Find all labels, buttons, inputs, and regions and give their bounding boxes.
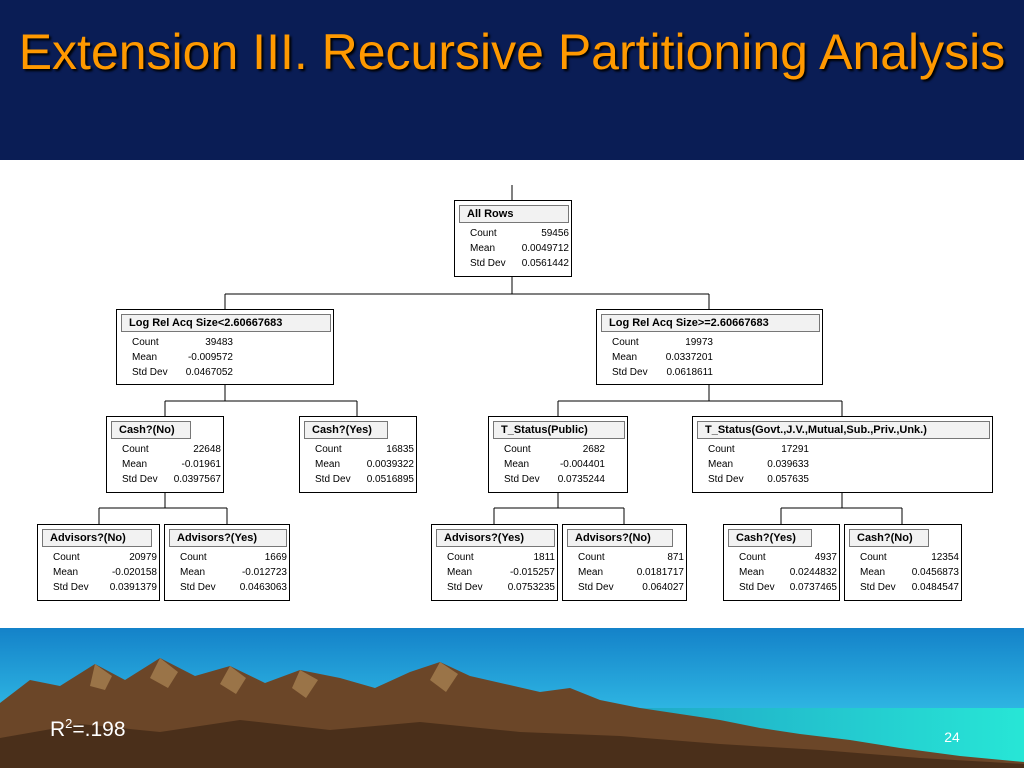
mountain-highlights: [90, 658, 458, 698]
r-squared-label: R2=.198: [50, 716, 126, 741]
node-title: Cash?(No): [849, 529, 929, 547]
node-title: Log Rel Acq Size<2.60667683: [121, 314, 331, 332]
node-title: Cash?(Yes): [304, 421, 388, 439]
node-title: Advisors?(Yes): [169, 529, 287, 547]
node-title: T_Status(Public): [493, 421, 625, 439]
stat-mean: Mean-0.012723: [180, 567, 287, 578]
foreground-hills: [0, 720, 1024, 768]
node-title: Log Rel Acq Size>=2.60667683: [601, 314, 820, 332]
stat-mean: Mean-0.009572: [132, 352, 233, 363]
stat-mean: Mean-0.020158: [53, 567, 157, 578]
node-title: All Rows: [459, 205, 569, 223]
node-title: Cash?(Yes): [728, 529, 812, 547]
node-title: T_Status(Govt.,J.V.,Mutual,Sub.,Priv.,Un…: [697, 421, 990, 439]
node-status-other: T_Status(Govt.,J.V.,Mutual,Sub.,Priv.,Un…: [692, 416, 993, 493]
node-title: Cash?(No): [111, 421, 191, 439]
stat-mean: Mean-0.004401: [504, 459, 605, 470]
stat-mean: Mean-0.01961: [122, 459, 221, 470]
node-title: Advisors?(No): [42, 529, 152, 547]
stat-mean: Mean-0.015257: [447, 567, 555, 578]
node-title: Advisors?(Yes): [436, 529, 555, 547]
mountain-landscape: [0, 628, 1024, 768]
tree-connectors: [98, 185, 903, 524]
slide-title: Extension III. Recursive Partitioning An…: [18, 24, 1006, 80]
slide-header: Extension III. Recursive Partitioning An…: [0, 0, 1024, 160]
node-title: Advisors?(No): [567, 529, 673, 547]
page-number: 24: [944, 729, 960, 745]
